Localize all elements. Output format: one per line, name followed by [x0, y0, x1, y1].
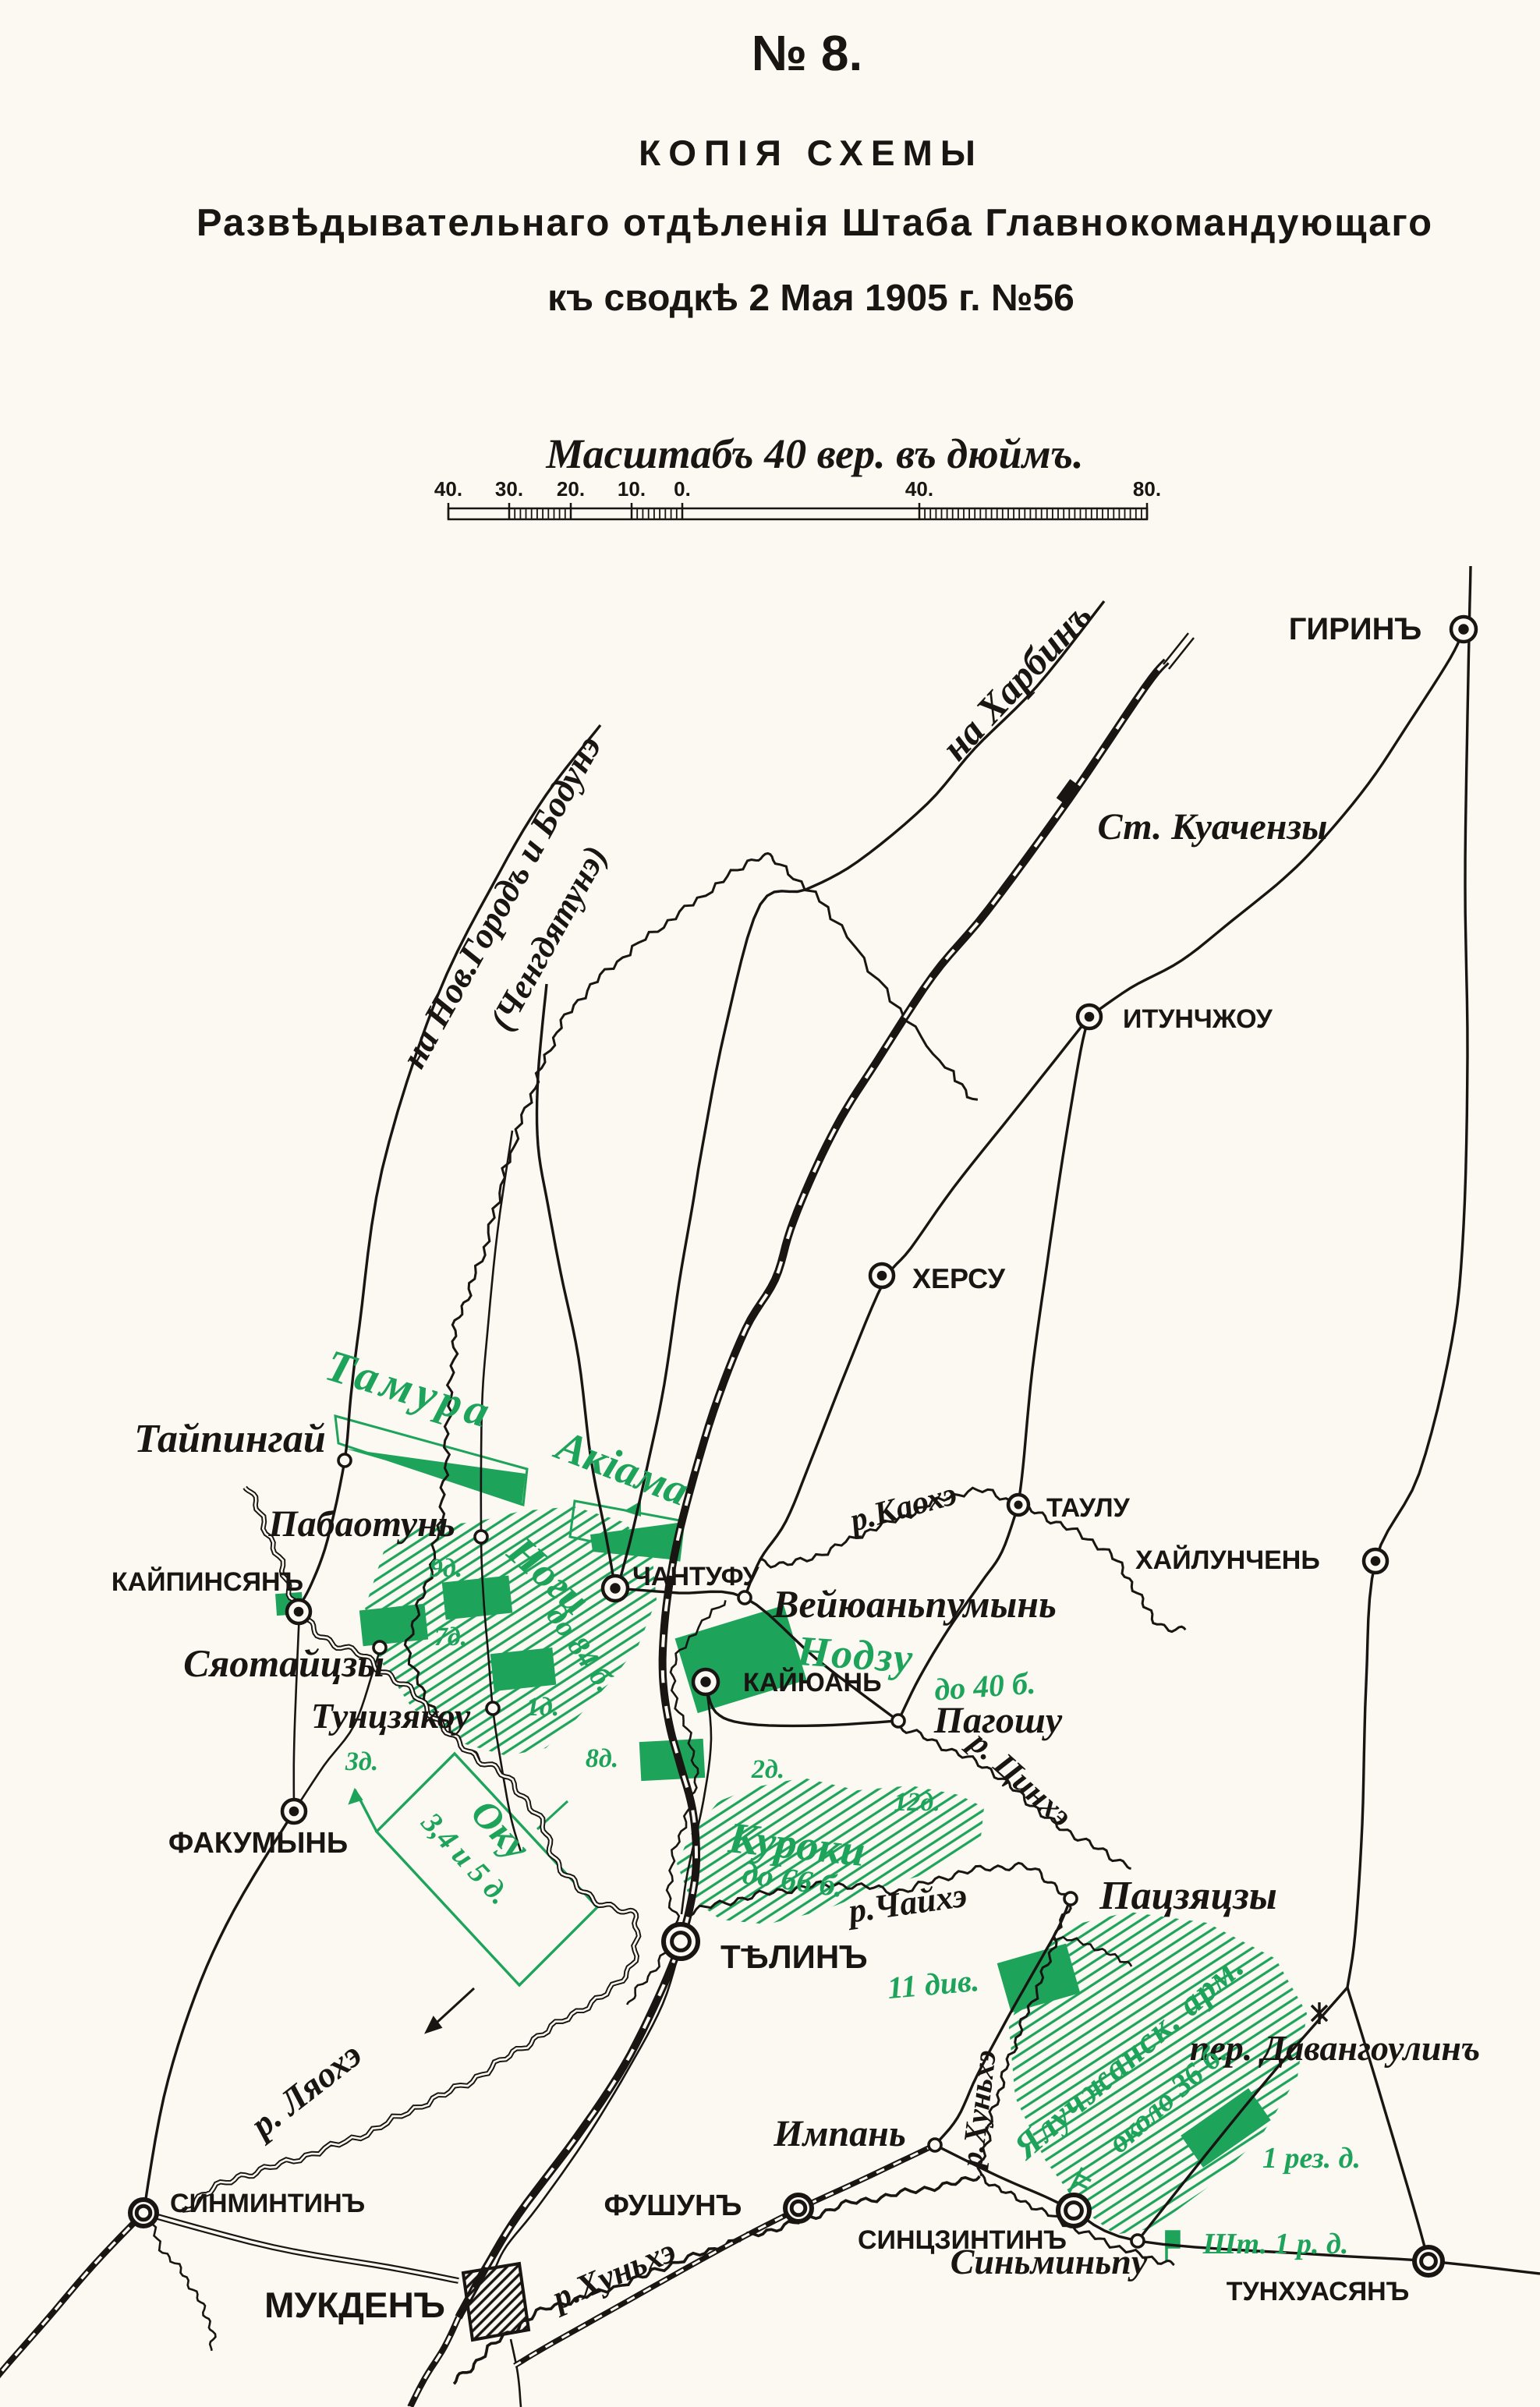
- svg-text:ТУНХУАСЯНЪ: ТУНХУАСЯНЪ: [1227, 2277, 1410, 2306]
- svg-text:р. Ляохэ: р. Ляохэ: [241, 2034, 369, 2147]
- svg-text:ФАКУМЫНЬ: ФАКУМЫНЬ: [168, 1827, 348, 1860]
- svg-text:8д.: 8д.: [586, 1744, 618, 1773]
- svg-text:9д.: 9д.: [430, 1554, 462, 1583]
- svg-text:къ сводкѣ 2 Мая 1905 г. №56: къ сводкѣ 2 Мая 1905 г. №56: [547, 278, 1074, 319]
- svg-text:КОПІЯ СХЕМЫ: КОПІЯ СХЕМЫ: [639, 133, 983, 173]
- svg-text:3д.: 3д.: [345, 1747, 378, 1776]
- svg-text:до 40 б.: до 40 б.: [933, 1665, 1037, 1708]
- svg-text:2д.: 2д.: [751, 1755, 784, 1784]
- svg-text:ЧАНТУФУ: ЧАНТУФУ: [632, 1562, 759, 1591]
- svg-text:ХАЙЛУНЧЕНЬ: ХАЙЛУНЧЕНЬ: [1135, 1545, 1320, 1575]
- svg-text:ТАУЛУ: ТАУЛУ: [1046, 1493, 1131, 1523]
- svg-text:р.Хуньхэ: р.Хуньхэ: [544, 2232, 681, 2319]
- svg-text:1 рез. д.: 1 рез. д.: [1262, 2142, 1361, 2175]
- svg-text:80.: 80.: [1133, 477, 1161, 501]
- svg-text:Синьминьпу: Синьминьпу: [951, 2242, 1148, 2281]
- svg-text:Масштабъ 40 вер. въ дюймъ.: Масштабъ 40 вер. въ дюймъ.: [545, 430, 1083, 477]
- svg-text:Импань: Импань: [773, 2113, 906, 2154]
- svg-text:20.: 20.: [557, 477, 585, 501]
- svg-text:0.: 0.: [674, 477, 691, 501]
- svg-text:Пабаотунь: Пабаотунь: [267, 1503, 455, 1545]
- svg-text:р.Каохэ: р.Каохэ: [844, 1476, 961, 1539]
- svg-text:Сяотайцзы: Сяотайцзы: [183, 1641, 384, 1685]
- svg-text:Тунцзякоу: Тунцзякоу: [311, 1696, 471, 1736]
- svg-text:Пагошу: Пагошу: [933, 1700, 1063, 1741]
- svg-text:Акіама: Акіама: [548, 1421, 696, 1516]
- svg-text:Пацзяцзы: Пацзяцзы: [1099, 1874, 1277, 1918]
- svg-text:ГИРИНЪ: ГИРИНЪ: [1289, 612, 1422, 646]
- svg-text:ФУШУНЪ: ФУШУНЪ: [604, 2189, 742, 2222]
- svg-text:р.Хуньхэ: р.Хуньхэ: [954, 2048, 1003, 2172]
- svg-text:№ 8.: № 8.: [752, 25, 863, 81]
- svg-text:СИНЦЗИНТИНЪ: СИНЦЗИНТИНЪ: [858, 2225, 1067, 2255]
- svg-text:Тамура: Тамура: [320, 1340, 500, 1439]
- svg-text:на Харбинъ: на Харбинъ: [933, 593, 1100, 769]
- svg-text:КАЙЮАНЬ: КАЙЮАНЬ: [743, 1667, 882, 1697]
- svg-text:11 див.: 11 див.: [886, 1963, 980, 2005]
- svg-text:СИНМИНТИНЪ: СИНМИНТИНЪ: [170, 2189, 365, 2218]
- svg-text:пер. Давангоулинъ: пер. Давангоулинъ: [1190, 2028, 1480, 2068]
- svg-text:Тайпингай: Тайпингай: [134, 1417, 326, 1461]
- svg-text:12д.: 12д.: [894, 1788, 940, 1817]
- svg-text:КАЙПИНСЯНЪ: КАЙПИНСЯНЪ: [112, 1566, 303, 1597]
- svg-text:10.: 10.: [618, 477, 646, 501]
- svg-text:ИТУНЧЖОУ: ИТУНЧЖОУ: [1123, 1004, 1273, 1034]
- svg-text:40.: 40.: [434, 477, 462, 501]
- svg-text:Развѣдывательнаго отдѣленія Шт: Развѣдывательнаго отдѣленія Штаба Главно…: [196, 202, 1433, 244]
- svg-text:Вейюаньпумынь: Вейюаньпумынь: [772, 1582, 1057, 1626]
- svg-text:ХЕРСУ: ХЕРСУ: [912, 1262, 1006, 1294]
- svg-text:30.: 30.: [495, 477, 523, 501]
- svg-text:40.: 40.: [905, 477, 933, 501]
- svg-text:Шт. 1 р. д.: Шт. 1 р. д.: [1202, 2228, 1349, 2260]
- svg-text:1д.: 1д.: [526, 1693, 559, 1722]
- svg-text:7д.: 7д.: [434, 1623, 467, 1651]
- svg-text:МУКДЕНЪ: МУКДЕНЪ: [264, 2285, 445, 2325]
- svg-text:Нодзу: Нодзу: [795, 1627, 915, 1682]
- svg-text:Ст. Куачензы: Ст. Куачензы: [1098, 806, 1328, 848]
- svg-text:ТѢЛИНЪ: ТѢЛИНЪ: [720, 1938, 868, 1975]
